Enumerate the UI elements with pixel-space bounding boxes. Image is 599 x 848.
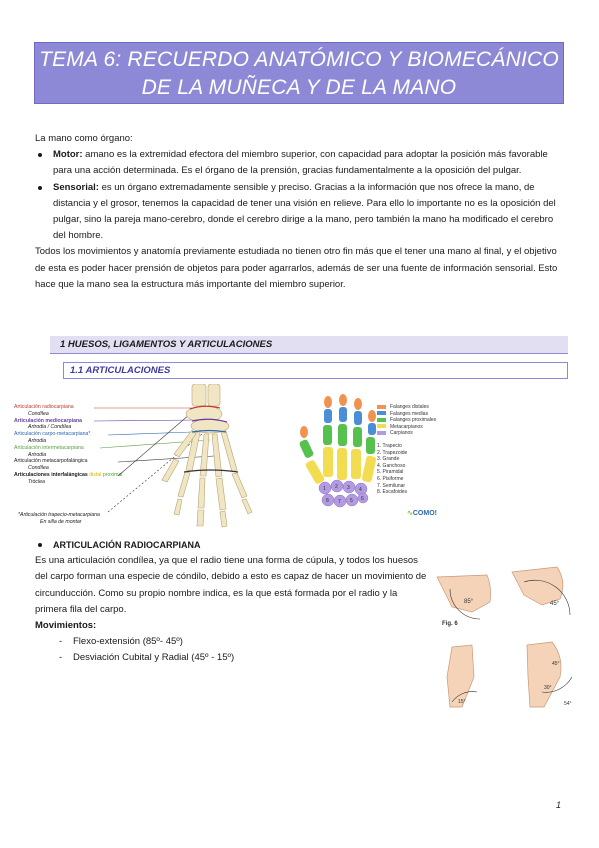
title-line-1: TEMA 6: RECUERDO ANATÓMICO Y BIOMECÁNICO <box>39 48 559 71</box>
joint-label: Artrodia / Condílea <box>28 424 72 431</box>
angle-label: 30° <box>544 685 552 691</box>
joint-label: Articulación carpo-metacarpiana* <box>14 431 91 438</box>
joint-label: Tróclea <box>28 478 45 485</box>
legend-swatch <box>377 417 386 422</box>
angle-label: 15° <box>458 699 466 705</box>
carpal-numbers: 1 2 3 4 8 7 5 6 <box>323 484 364 505</box>
como-logo: ∿COMO! <box>407 509 437 517</box>
svg-text:7: 7 <box>338 499 341 505</box>
middle-phalanges <box>324 407 376 435</box>
joint-label: Artrodia <box>28 451 47 458</box>
joint-note: *Articulación trapecio-metacarpiana En s… <box>18 512 100 526</box>
bullet-text: es un órgano extremadamente sensible y p… <box>53 181 556 242</box>
legend-label: Falanges distales <box>390 404 429 410</box>
angle-label: 45° <box>552 661 560 667</box>
joint-label: Articulación radiocarpiana <box>14 404 74 410</box>
radiocarpiana-text: Es una articulación condílea, ya que el … <box>35 555 427 615</box>
joint-label: Condílea <box>28 465 49 472</box>
hand-skeleton-joints-figure <box>93 384 253 528</box>
joint-label: Condílea <box>28 410 49 417</box>
bullet-term: Sensorial: <box>53 181 99 193</box>
bullet-term: Motor: <box>53 149 83 161</box>
movement-item: Desviación Cubital y Radial (45º - 15º) <box>35 650 430 666</box>
angle-label: 45° <box>550 601 560 607</box>
intro-bullets: Motor: amano es la extremidad efectora d… <box>35 147 567 244</box>
intro-lead: La mano como órgano: <box>35 133 133 144</box>
distal-phalanges <box>300 394 376 438</box>
interf-proximal: proximal <box>102 471 123 478</box>
joint-label: Articulaciones interfalángicas <box>14 471 88 478</box>
legend-item: Falanges medias <box>377 411 477 418</box>
legend-label: Falanges medias <box>390 410 429 417</box>
como-logo-mark: ∿ <box>407 510 413 517</box>
carpal-item: 4. Ganchoso <box>377 462 406 469</box>
deviation-arcs <box>451 676 573 703</box>
carpal-item: 1. Trapecio <box>377 442 402 449</box>
section-heading-1: 1 HUESOS, LIGAMENTOS Y ARTICULACIONES <box>50 336 568 354</box>
carpal-item: 8. Escafoides <box>377 489 408 496</box>
wrist-deviation <box>446 641 562 708</box>
legend-item: Falanges distales <box>377 404 477 411</box>
interf-distal: distal <box>89 471 102 478</box>
angle-label: 54° <box>564 701 572 707</box>
svg-text:6: 6 <box>361 496 364 502</box>
joint-label: Articulación intermetacarpiana <box>14 444 84 451</box>
joint-markers <box>183 405 239 473</box>
legend-item: Falanges proximales <box>377 417 477 424</box>
intro-closing: Todos los movimientos y anatomía previam… <box>35 246 558 290</box>
legend-label: Falanges proximales <box>390 417 437 424</box>
title-line-2: DE LA MUÑECA Y DE LA MANO <box>141 76 457 99</box>
carpal-item: 2. Trapezoide <box>377 449 408 456</box>
legend-swatch <box>377 404 386 409</box>
bullet-motor: Motor: amano es la extremidad efectora d… <box>35 147 567 179</box>
svg-text:1: 1 <box>323 486 326 492</box>
movement-item: Flexo-extensión (85º- 45º) <box>35 634 430 650</box>
svg-text:5: 5 <box>350 498 353 504</box>
joint-note-line2: En silla de montar <box>40 518 82 525</box>
title-banner: TEMA 6: RECUERDO ANATÓMICO Y BIOMECÁNICO… <box>34 42 564 104</box>
bullet-text: amano es la extremidad efectora del miem… <box>53 149 548 177</box>
intro-block: La mano como órgano: Motor: amano es la … <box>35 131 567 293</box>
joint-label: Articulación metacarpofalángica <box>14 458 88 465</box>
radiocarpiana-heading: ARTICULACIÓN RADIOCARPIANA <box>35 537 430 553</box>
joint-labels: Articulación radiocarpiana Condílea Arti… <box>14 404 164 486</box>
legend-item: Metacarpianos <box>377 424 477 431</box>
metacarpals <box>305 447 377 484</box>
legend-label: Metacarpianos <box>390 423 423 430</box>
svg-text:3: 3 <box>347 485 350 491</box>
como-logo-text: COMO! <box>412 510 437 517</box>
movements-list: Flexo-extensión (85º- 45º) Desviación Cu… <box>35 634 430 667</box>
flexion-arcs <box>449 579 571 620</box>
movements-label: Movimientos: <box>35 620 97 632</box>
fig-label: Fig. 6 <box>442 621 458 627</box>
page-number: 1 <box>556 800 562 810</box>
legend-swatch <box>377 424 386 429</box>
legend-swatch <box>377 431 386 436</box>
joint-label: Articulación mediocarpiana <box>14 417 83 424</box>
bones-legend: Falanges distales Falanges medias Falang… <box>377 404 477 496</box>
carpal-item: 5. Piramidal <box>377 469 404 476</box>
joint-label: Artrodia <box>28 437 47 444</box>
angle-label: 85° <box>464 599 474 605</box>
carpals <box>318 479 369 508</box>
carpal-item: 3. Grande <box>377 456 400 463</box>
wrist-movement-figure: 85° 45° Fig. 6 15° 30° 54° 45° <box>436 566 573 708</box>
proximal-phalanges <box>299 424 375 458</box>
joint-note-line1: *Articulación trapecio-metacarpiana <box>18 512 100 518</box>
bullet-sensorial: Sensorial: es un órgano extremadamente s… <box>35 180 567 245</box>
svg-text:4: 4 <box>359 487 362 493</box>
carpal-item: 6. Pisiforme <box>377 475 404 482</box>
legend-item: Carpianos <box>377 430 477 437</box>
legend-swatch <box>377 411 386 416</box>
joint-label-interfalangicas: Articulaciones interfalángicas distal pr… <box>14 472 164 479</box>
hand-bones <box>161 384 253 528</box>
section-heading-1-1: 1.1 ARTICULACIONES <box>63 362 568 379</box>
legend-label: Carpianos <box>390 430 413 437</box>
svg-text:8: 8 <box>326 498 329 504</box>
radiocarpiana-block: ARTICULACIÓN RADIOCARPIANA Es una articu… <box>35 537 430 667</box>
wrist-flexion <box>436 566 564 613</box>
carpal-item: 7. Semilunar <box>377 482 406 489</box>
svg-text:2: 2 <box>335 484 338 490</box>
hand-bones-colored-figure: 1 2 3 4 8 7 5 6 <box>299 394 377 508</box>
